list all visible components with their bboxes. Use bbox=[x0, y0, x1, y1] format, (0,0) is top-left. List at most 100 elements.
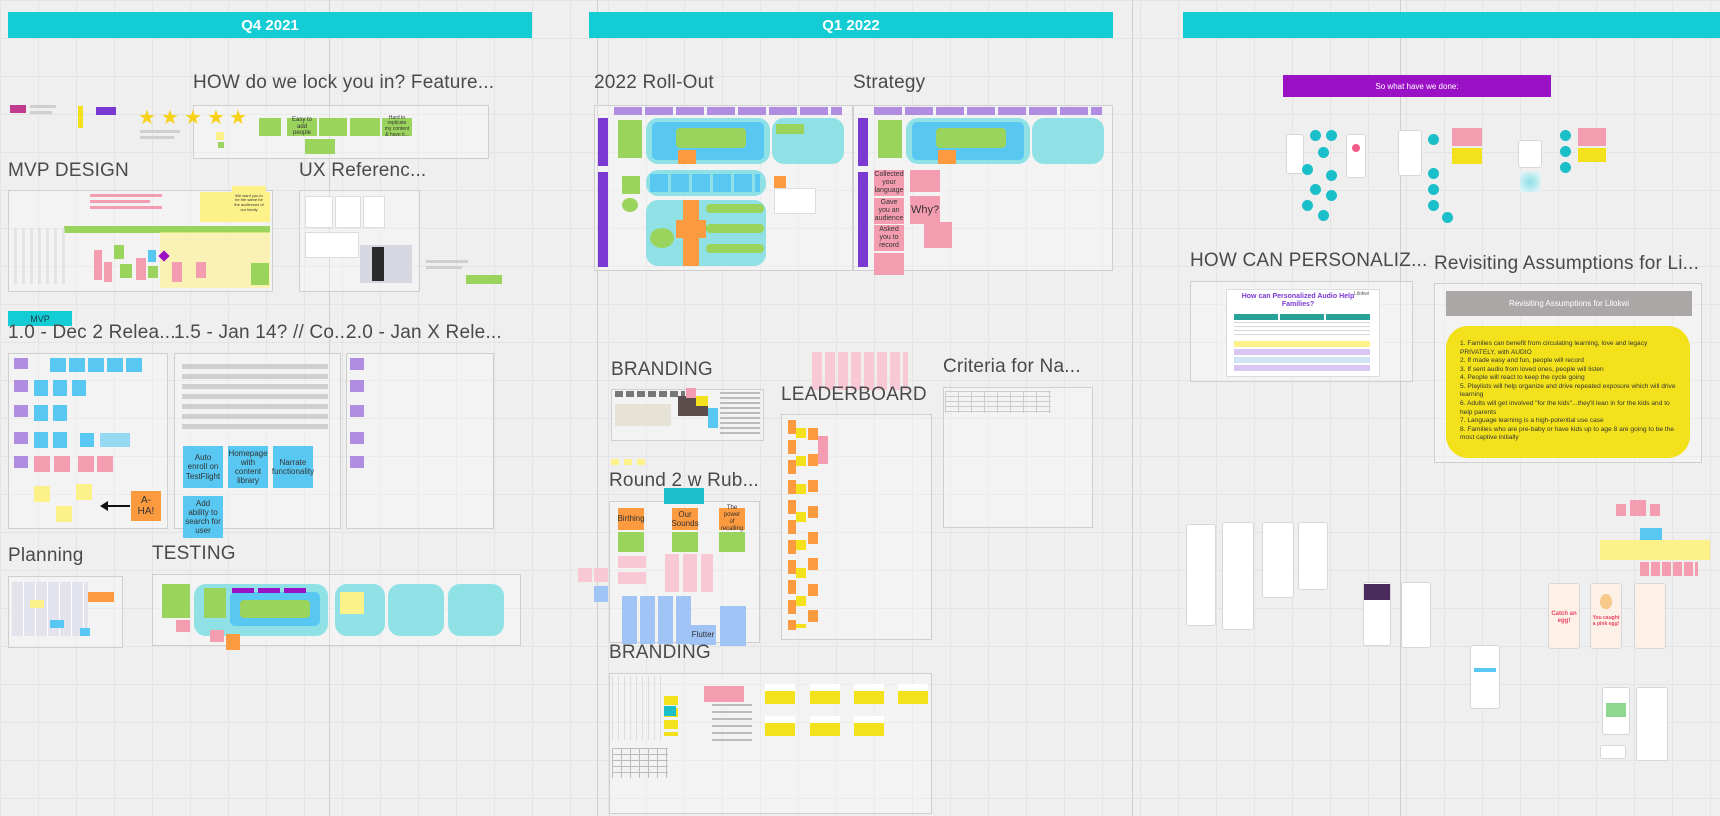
pink-cluster[interactable] bbox=[618, 556, 646, 586]
sticky-green[interactable] bbox=[719, 532, 745, 552]
sticky-green[interactable] bbox=[259, 118, 281, 136]
sticky-yellow[interactable] bbox=[664, 696, 678, 736]
mini-card[interactable] bbox=[10, 105, 26, 113]
sticky-mvp-note[interactable]: We want you to be the same for the audie… bbox=[232, 186, 266, 220]
sticky-green[interactable] bbox=[218, 142, 224, 148]
sticky-green[interactable] bbox=[350, 118, 380, 136]
sticky-teal[interactable] bbox=[664, 488, 704, 504]
sticky-pink-cluster[interactable] bbox=[1640, 562, 1698, 576]
sticky-our-sounds[interactable]: Our Sounds bbox=[671, 508, 699, 530]
sticky-orange[interactable] bbox=[808, 428, 818, 628]
sticky-green[interactable] bbox=[162, 584, 190, 618]
screen-thumbnail[interactable] bbox=[1600, 745, 1626, 759]
sticky-blue[interactable] bbox=[708, 408, 718, 428]
sticky-purple[interactable] bbox=[14, 456, 28, 468]
sticky-blue[interactable] bbox=[34, 405, 48, 421]
screen-thumbnail[interactable] bbox=[1398, 130, 1422, 176]
sticky-blue[interactable] bbox=[50, 358, 66, 372]
sticky-purple[interactable] bbox=[14, 405, 28, 417]
so-what-banner[interactable]: So what have we done: bbox=[1283, 75, 1551, 97]
flow-node[interactable] bbox=[1318, 210, 1329, 221]
sticky-blue[interactable] bbox=[88, 358, 104, 372]
sticky-green[interactable] bbox=[319, 118, 347, 136]
screen-thumbnail[interactable] bbox=[1186, 524, 1216, 626]
blue-cluster[interactable] bbox=[622, 596, 694, 644]
flow-node[interactable] bbox=[1428, 184, 1439, 195]
sticky-blue[interactable] bbox=[69, 358, 85, 372]
screen-thumbnail[interactable] bbox=[1518, 140, 1542, 168]
sticky-yellow[interactable] bbox=[78, 106, 83, 128]
sticky-pink[interactable] bbox=[1578, 128, 1606, 146]
sticky-blue[interactable] bbox=[594, 586, 608, 602]
sticky-why[interactable]: Why? bbox=[910, 196, 940, 224]
sticky-pink[interactable] bbox=[136, 258, 146, 280]
sticky-blue[interactable] bbox=[53, 432, 67, 448]
revisiting-header[interactable]: Revisiting Assumptions for Lilokwi bbox=[1446, 291, 1692, 316]
mini-card[interactable] bbox=[96, 107, 116, 115]
mvp-tag[interactable]: MVP bbox=[8, 311, 72, 326]
sticky-orange[interactable] bbox=[88, 592, 114, 602]
sticky-pink[interactable] bbox=[818, 436, 828, 464]
sticky-pink[interactable] bbox=[176, 620, 190, 632]
sticky-green[interactable] bbox=[305, 139, 335, 154]
sticky-yellow[interactable] bbox=[611, 459, 619, 465]
sticky-blue[interactable] bbox=[50, 620, 64, 628]
flow-node[interactable] bbox=[1302, 200, 1313, 211]
brand-card[interactable] bbox=[765, 684, 795, 704]
flow-node[interactable] bbox=[1318, 147, 1329, 158]
catch-egg-screen[interactable] bbox=[1548, 583, 1580, 649]
screen-thumbnail[interactable] bbox=[1346, 134, 1366, 178]
criteria-frame-title[interactable]: Criteria for Na... bbox=[943, 356, 1081, 377]
flow-node[interactable] bbox=[1326, 170, 1337, 181]
sticky-green[interactable] bbox=[618, 532, 644, 552]
sticky-blue[interactable] bbox=[80, 433, 94, 447]
brand-card[interactable] bbox=[854, 684, 884, 704]
sticky-gave-audience[interactable]: Gave you an audience bbox=[874, 198, 904, 224]
sticky-collected-language[interactable]: Collected your language bbox=[874, 170, 904, 196]
ux-screenshot[interactable] bbox=[305, 196, 333, 228]
release-2-0-frame[interactable] bbox=[346, 353, 494, 529]
sticky-yellow[interactable] bbox=[340, 592, 364, 614]
sticky-narrate[interactable]: Narrate functionality bbox=[272, 446, 314, 488]
sticky-green[interactable] bbox=[618, 120, 642, 158]
leaderboard-frame-title[interactable]: LEADERBOARD bbox=[781, 384, 927, 405]
sticky-pink[interactable] bbox=[704, 686, 744, 702]
sticky-blue[interactable] bbox=[100, 433, 130, 447]
sticky-pink[interactable] bbox=[1630, 500, 1646, 516]
sticky-homepage[interactable]: Homepage with content library bbox=[228, 446, 268, 488]
sticky-yellow[interactable] bbox=[34, 486, 50, 502]
screen-thumbnail[interactable] bbox=[1470, 645, 1500, 709]
sticky-birthing[interactable]: Birthing bbox=[617, 508, 645, 530]
sticky-pink[interactable] bbox=[1616, 504, 1626, 516]
sticky-auto-enroll[interactable]: Auto enroll on TestFlight bbox=[183, 446, 223, 488]
sticky-orange[interactable] bbox=[676, 220, 706, 238]
sticky-orange[interactable] bbox=[678, 150, 696, 164]
sticky-power-recalling[interactable]: The power of recalling bbox=[719, 505, 745, 532]
branding-table[interactable] bbox=[612, 748, 668, 778]
lock-in-frame-title[interactable]: HOW do we lock you in? Feature... bbox=[193, 72, 495, 93]
sticky-pink[interactable] bbox=[78, 456, 94, 472]
sticky-a-ha[interactable]: A-HA! bbox=[131, 491, 161, 521]
sticky-yellow[interactable] bbox=[56, 506, 72, 522]
sticky-pink[interactable] bbox=[874, 253, 904, 275]
screen-thumbnail[interactable] bbox=[1262, 522, 1294, 598]
sticky-orange[interactable] bbox=[938, 150, 956, 164]
sticky-green[interactable] bbox=[622, 176, 640, 194]
sticky-purple[interactable] bbox=[258, 588, 280, 593]
sticky-yellow[interactable] bbox=[1578, 148, 1606, 162]
ux-dark-phone[interactable] bbox=[372, 247, 384, 281]
testing-frame-title[interactable]: TESTING bbox=[152, 543, 236, 564]
sticky-yellow[interactable] bbox=[30, 600, 44, 608]
brand-card[interactable] bbox=[765, 716, 795, 736]
flow-node[interactable] bbox=[1302, 164, 1313, 175]
flow-node[interactable] bbox=[1310, 184, 1321, 195]
flow-step[interactable] bbox=[706, 204, 764, 213]
sticky-orange[interactable] bbox=[788, 420, 796, 630]
sticky-hard-to-replicate[interactable]: Hard to replicate my content & have it..… bbox=[382, 115, 412, 138]
sticky-pink[interactable] bbox=[686, 388, 696, 398]
sticky-easy-to-add-people[interactable]: Easy to add people bbox=[287, 117, 317, 136]
screen-thumbnail[interactable] bbox=[1298, 522, 1328, 590]
sticky-yellow[interactable] bbox=[696, 396, 708, 406]
sticky-purple[interactable] bbox=[350, 405, 364, 417]
sticky-yellow[interactable] bbox=[624, 459, 632, 465]
